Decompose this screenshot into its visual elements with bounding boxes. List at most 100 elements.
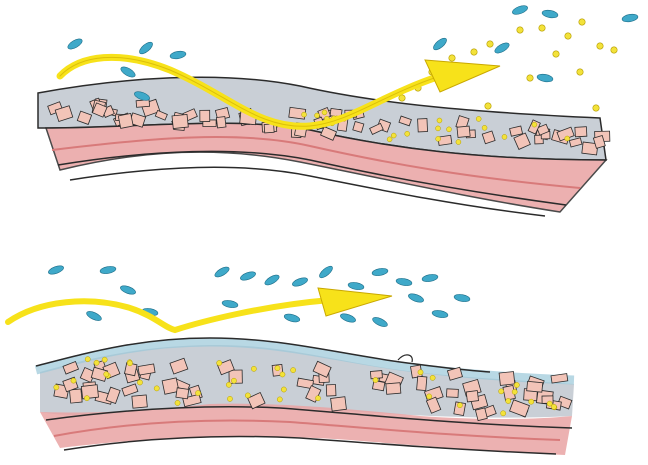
particle: [547, 401, 552, 406]
particle: [565, 33, 571, 39]
skin-cell: [331, 397, 347, 411]
skin-cell: [136, 100, 149, 108]
water-droplet: [348, 281, 365, 290]
water-droplet: [339, 312, 356, 324]
water-droplet: [85, 310, 102, 323]
particle: [226, 382, 231, 387]
skin-cell: [81, 385, 98, 399]
particle: [175, 400, 180, 405]
particle: [579, 19, 585, 25]
skin-cell: [499, 372, 515, 386]
particle: [577, 69, 583, 75]
water-droplet: [372, 267, 389, 276]
skin-cell: [176, 388, 189, 399]
skin-cell: [447, 389, 459, 398]
bottom-droplets: [47, 264, 470, 328]
particle: [487, 41, 493, 47]
particle: [277, 397, 282, 402]
particle: [471, 49, 477, 55]
particle: [251, 366, 256, 371]
particle: [482, 125, 487, 130]
particle: [446, 127, 451, 132]
particle: [322, 110, 327, 115]
particle: [405, 131, 410, 136]
particle: [275, 366, 280, 371]
particle: [102, 357, 107, 362]
particle: [430, 375, 435, 380]
particle: [302, 112, 307, 117]
skin-cell: [466, 391, 478, 402]
particle: [373, 377, 378, 382]
particle: [54, 385, 59, 390]
particle: [154, 386, 159, 391]
panel-top: [38, 4, 639, 216]
water-droplet: [138, 40, 155, 56]
water-droplet: [407, 292, 424, 304]
water-droplet: [291, 276, 308, 288]
particle: [137, 380, 142, 385]
panel-bottom: [8, 264, 574, 455]
skin-cell: [326, 384, 336, 396]
particle: [539, 25, 545, 31]
water-droplet: [621, 13, 638, 23]
particle: [529, 399, 534, 404]
water-droplet: [119, 65, 136, 79]
water-droplet: [318, 264, 335, 279]
particle: [476, 116, 481, 121]
particle: [315, 113, 320, 118]
skin-cell: [386, 383, 401, 395]
particle: [391, 133, 396, 138]
particle: [436, 136, 441, 141]
water-droplet: [213, 265, 230, 279]
skin-cell: [527, 381, 543, 392]
particle: [245, 393, 250, 398]
particle: [485, 103, 491, 109]
particle: [449, 55, 455, 61]
water-droplet: [283, 313, 300, 324]
skin-cell: [457, 126, 470, 137]
particle: [527, 75, 533, 81]
water-droplet: [454, 293, 471, 302]
water-droplet: [169, 50, 186, 60]
particle: [593, 105, 599, 111]
particle: [499, 389, 504, 394]
particle: [291, 368, 296, 373]
skin-cell: [418, 119, 428, 132]
water-droplet: [66, 37, 83, 51]
particle: [611, 47, 617, 53]
particle: [437, 118, 442, 123]
particle: [71, 378, 76, 383]
water-droplet: [396, 277, 413, 286]
particle: [195, 390, 200, 395]
water-droplet: [263, 273, 280, 287]
water-droplet: [493, 41, 510, 55]
particle: [501, 411, 506, 416]
water-droplet: [422, 273, 439, 282]
particle: [456, 140, 461, 145]
skin-cell: [118, 113, 133, 128]
water-droplet: [100, 265, 117, 274]
skin-cell: [353, 121, 364, 132]
particle: [315, 396, 320, 401]
skin-cell: [200, 110, 210, 121]
particle: [227, 396, 232, 401]
particle: [85, 357, 90, 362]
water-droplet: [432, 36, 449, 52]
skin-cell: [69, 389, 82, 403]
skin-cell: [216, 117, 226, 128]
particle: [553, 51, 559, 57]
particle: [281, 387, 286, 392]
skin-cell: [475, 408, 487, 421]
particle: [387, 137, 392, 142]
particle: [514, 382, 519, 387]
water-droplet: [536, 73, 553, 83]
water-droplet: [511, 4, 528, 16]
water-droplet: [47, 264, 64, 276]
particle: [512, 389, 517, 394]
particle: [94, 360, 99, 365]
bottom-airflow-arrowhead: [318, 288, 392, 316]
skin-cell: [132, 395, 147, 408]
particle: [565, 136, 570, 141]
water-droplet: [371, 316, 388, 329]
